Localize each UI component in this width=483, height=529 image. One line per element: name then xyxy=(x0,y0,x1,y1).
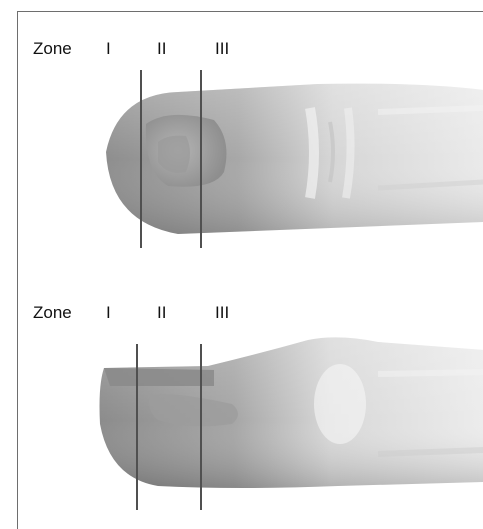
bottom-panel: Zone I II III xyxy=(18,274,483,524)
finger-dorsal-illustration xyxy=(18,12,483,262)
figure-frame: Zone I II III xyxy=(17,11,483,529)
top-panel: Zone I II III xyxy=(18,12,483,262)
finger-lateral-illustration xyxy=(18,274,483,524)
